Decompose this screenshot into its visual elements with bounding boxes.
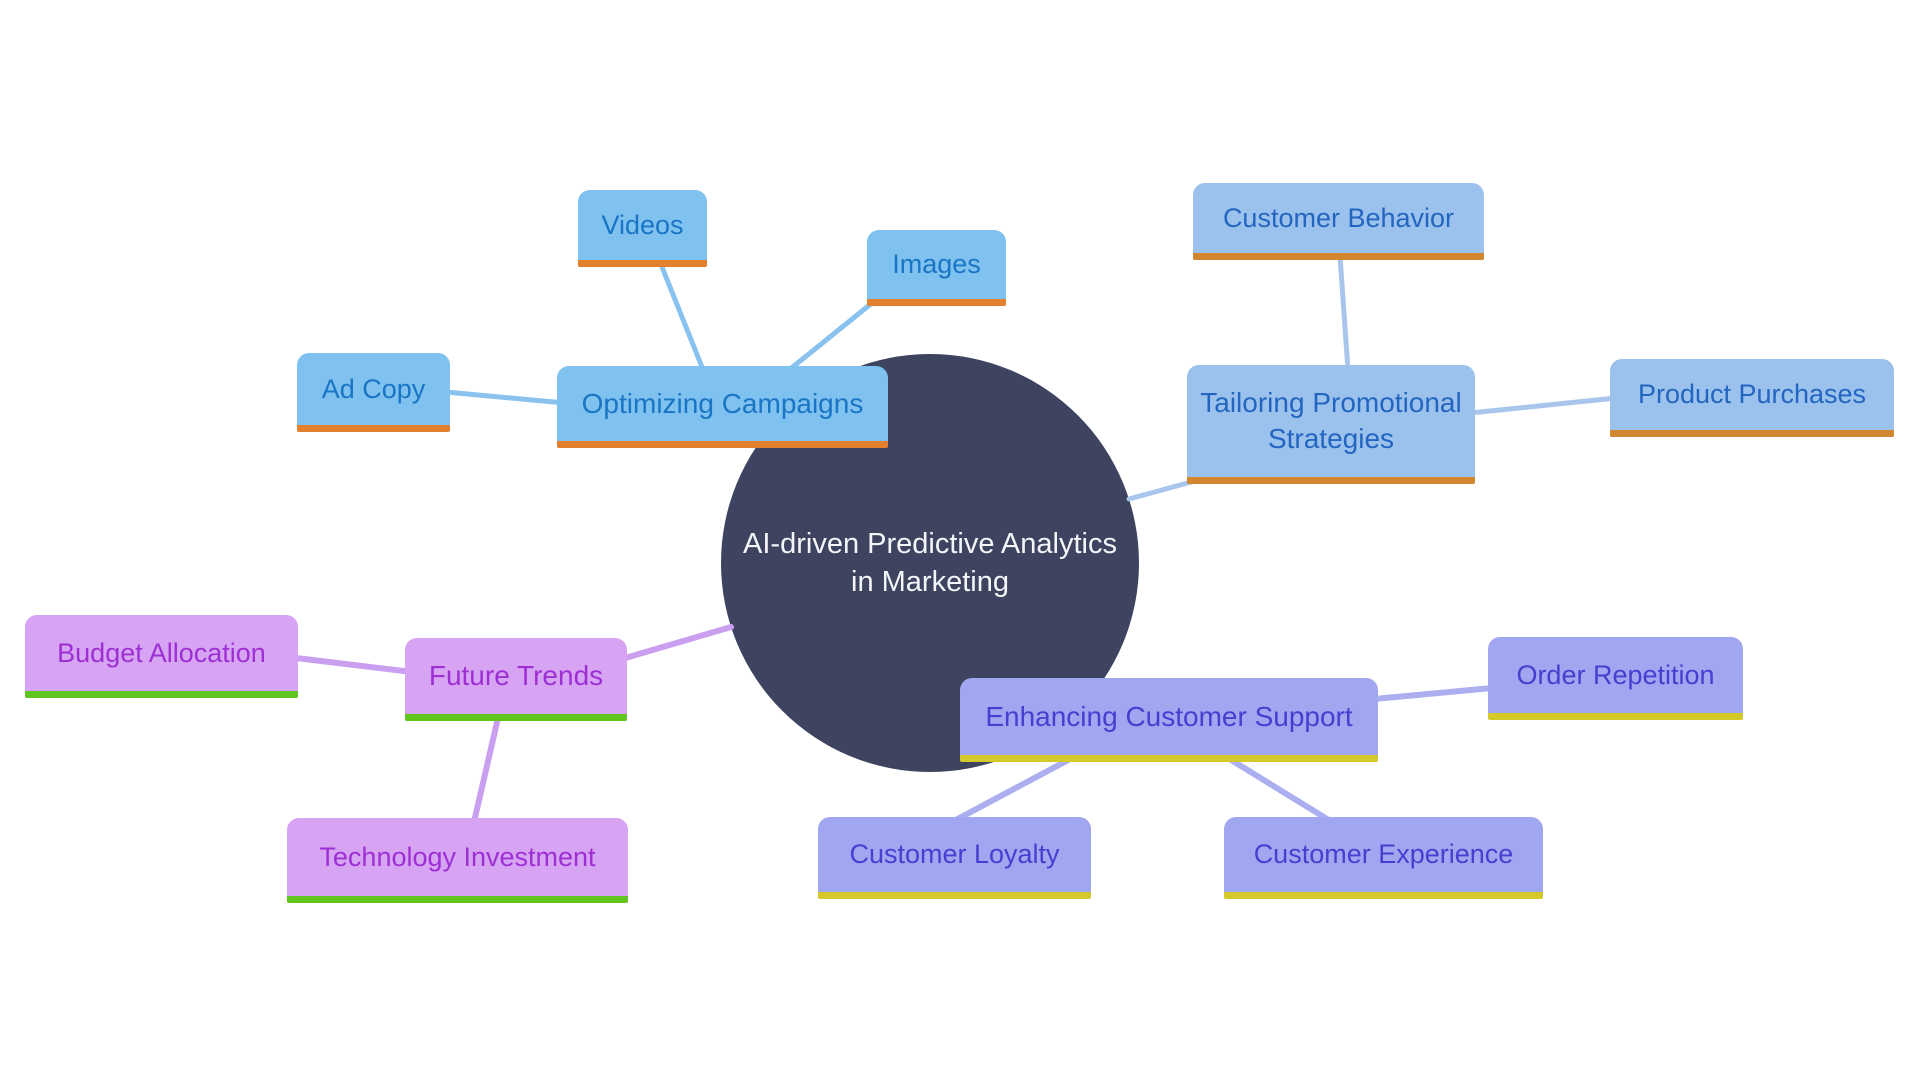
node-tailoring-promotional-strategies[interactable]: Tailoring Promotional Strategies bbox=[1187, 365, 1475, 484]
node-optimizing-campaigns[interactable]: Optimizing Campaigns bbox=[557, 366, 888, 448]
node-label: Budget Allocation bbox=[57, 637, 266, 668]
node-customer-experience[interactable]: Customer Experience bbox=[1224, 817, 1543, 899]
node-budget-allocation[interactable]: Budget Allocation bbox=[25, 615, 298, 698]
node-ad-copy[interactable]: Ad Copy bbox=[297, 353, 450, 432]
node-label: Optimizing Campaigns bbox=[581, 387, 864, 419]
node-future-trends[interactable]: Future Trends bbox=[405, 638, 627, 721]
node-label: Ad Copy bbox=[321, 373, 426, 404]
node-customer-behavior[interactable]: Customer Behavior bbox=[1193, 183, 1484, 260]
node-label: Customer Behavior bbox=[1222, 202, 1455, 233]
node-label: Videos bbox=[601, 209, 684, 240]
node-label: Technology Investment bbox=[319, 841, 596, 872]
node-label: Customer Experience bbox=[1253, 839, 1514, 869]
node-label: Product Purchases bbox=[1637, 379, 1867, 409]
node-label: Tailoring Promotional Strategies bbox=[1200, 386, 1462, 454]
central-node-label: AI-driven Predictive Analytics in Market… bbox=[743, 528, 1117, 598]
node-customer-loyalty[interactable]: Customer Loyalty bbox=[818, 817, 1091, 899]
node-label: Customer Loyalty bbox=[849, 839, 1060, 869]
node-product-purchases[interactable]: Product Purchases bbox=[1610, 359, 1894, 437]
node-videos[interactable]: Videos bbox=[578, 190, 707, 267]
node-label: Enhancing Customer Support bbox=[985, 700, 1353, 732]
node-label: Images bbox=[892, 249, 981, 279]
node-label: Order Repetition bbox=[1516, 659, 1715, 690]
node-enhancing-customer-support[interactable]: Enhancing Customer Support bbox=[960, 678, 1378, 762]
node-label: Future Trends bbox=[428, 660, 604, 691]
node-technology-investment[interactable]: Technology Investment bbox=[287, 818, 628, 903]
node-order-repetition[interactable]: Order Repetition bbox=[1488, 637, 1743, 720]
node-images[interactable]: Images bbox=[867, 230, 1006, 306]
